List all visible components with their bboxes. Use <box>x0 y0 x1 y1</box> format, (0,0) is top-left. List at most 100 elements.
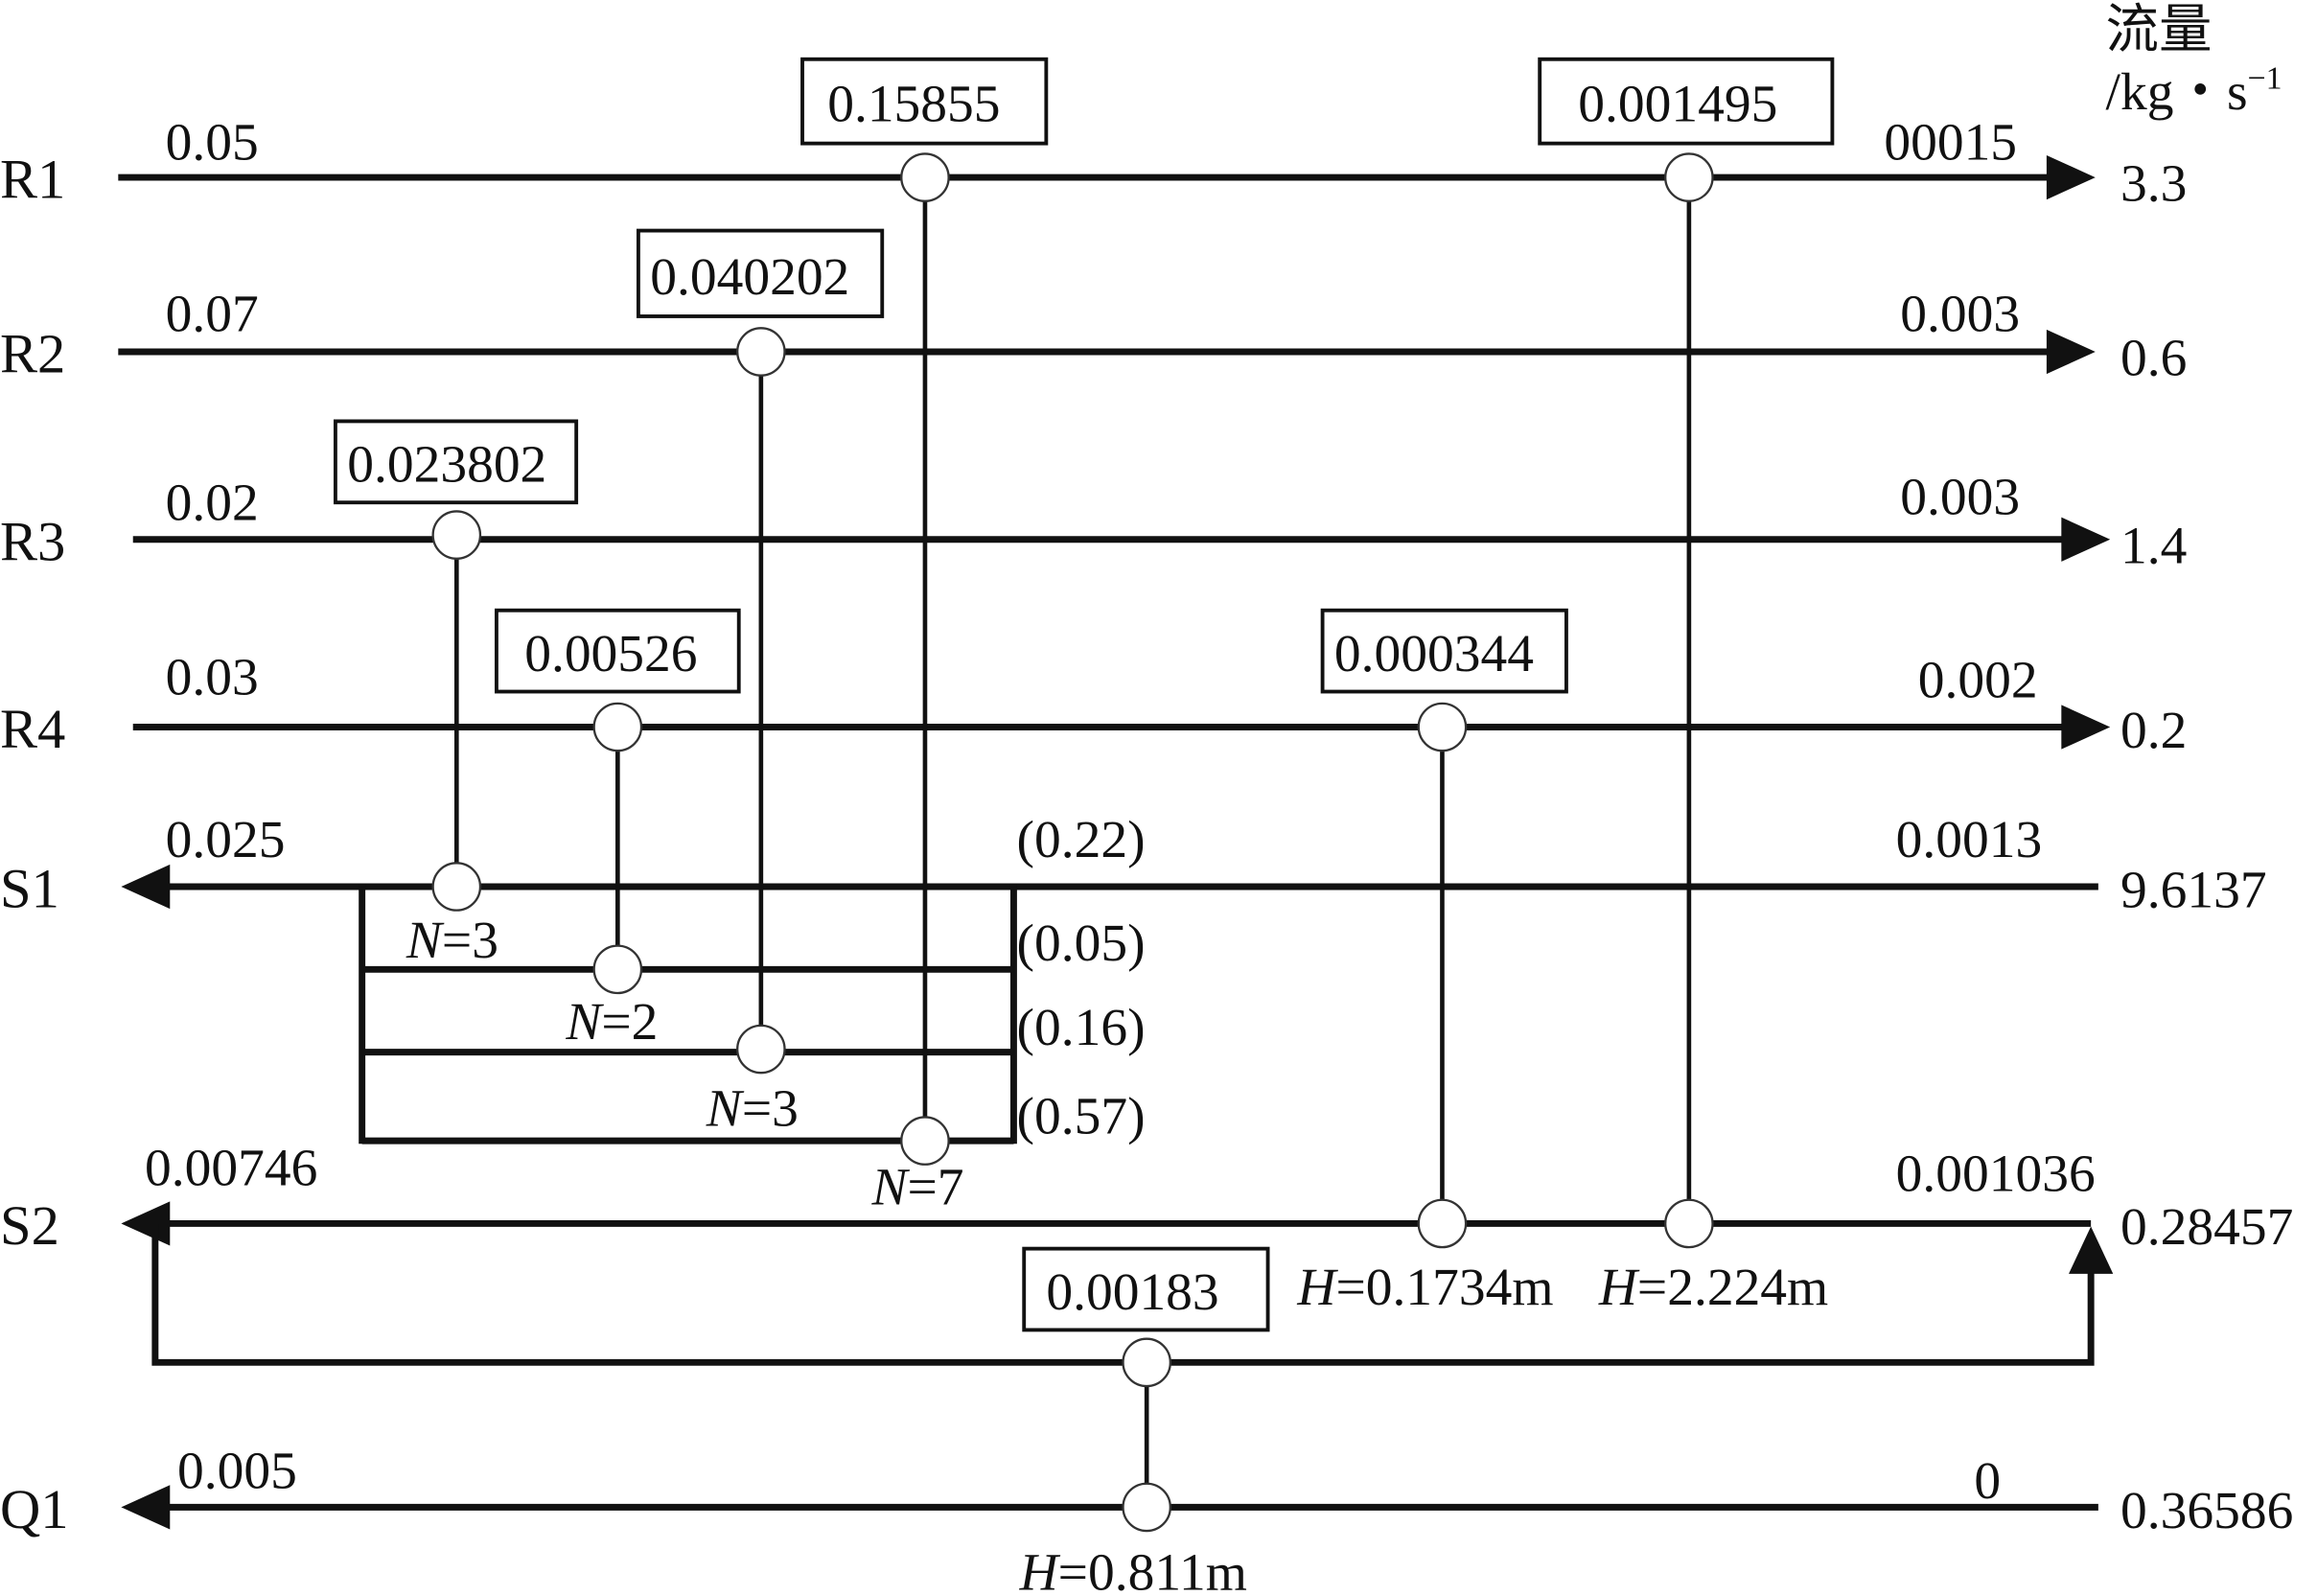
height-label: H=0.1734m <box>1296 1259 1553 1317</box>
diagram-label: N=3 <box>405 912 498 970</box>
height-label: H=0.811m <box>1019 1544 1247 1596</box>
arrow-head-icon <box>121 1485 171 1530</box>
diagram-label: S2 <box>0 1194 59 1257</box>
exchanger-r2-s1[interactable]: 0.040202 <box>636 228 885 1075</box>
diagram-label: 0.001495 <box>1578 76 1777 134</box>
diagram-label: Q1 <box>0 1478 69 1540</box>
arrow-head-icon <box>2069 1226 2114 1274</box>
diagram-label: 0.36586 <box>2120 1482 2293 1540</box>
exchanger-node <box>1417 1198 1468 1249</box>
diagram-label: R4 <box>0 698 65 760</box>
diagram-label: 0.003 <box>1900 285 2020 343</box>
diagram-label: 0.0013 <box>1896 811 2043 869</box>
diagram-label: (0.57) <box>1017 1087 1146 1145</box>
exchanger-s2-q1[interactable]: 0.00183 <box>1022 1246 1270 1533</box>
diagram-label: R2 <box>0 323 65 385</box>
exchanger-node <box>900 152 950 202</box>
diagram-label: N <box>706 1080 745 1139</box>
diagram-label: N=2 <box>565 993 658 1052</box>
arrow-head-icon <box>121 864 171 910</box>
s1-split-branches: (0.22) (0.05) (0.16) (0.57) N=3 N=2 N=3 … <box>359 811 1146 1216</box>
exchanger-node <box>1664 1198 1714 1249</box>
stream-S2: S2 0.00746 0.001036 0.28457 <box>0 1139 2293 1366</box>
value-box <box>333 419 579 505</box>
diagram-label: 0.2 <box>2120 702 2187 760</box>
diagram-label: N <box>405 912 445 970</box>
stream-R4: R4 0.03 0.002 0.2 <box>0 649 2187 760</box>
exchanger-node <box>431 862 482 912</box>
diagram-label: H <box>1598 1259 1640 1317</box>
value-box <box>1538 57 1835 146</box>
diagram-label: 0.07 <box>166 285 259 343</box>
diagram-label: 0.03 <box>166 649 259 707</box>
diagram-label: (0.05) <box>1017 914 1146 973</box>
diagram-label: N <box>870 1158 910 1216</box>
exchanger-r3-s1[interactable]: 0.023802 <box>333 419 579 912</box>
diagram-label: 0.28457 <box>2120 1198 2293 1257</box>
exchanger-r1-s1[interactable]: 0.15855 <box>800 57 1049 1166</box>
flow-title: 流量 <box>2106 1 2213 59</box>
diagram-label: 0.000344 <box>1334 625 1534 683</box>
diagram-label: 1.4 <box>2120 517 2187 575</box>
diagram-label: N=7 <box>870 1158 963 1216</box>
diagram-label: 0.025 <box>166 811 286 869</box>
arrow-head-icon <box>2046 154 2096 200</box>
arrow-head-icon <box>2061 517 2111 562</box>
height-label: H=2.224m <box>1598 1259 1828 1317</box>
diagram-label: =0.1734m <box>1335 1259 1553 1317</box>
exchanger-node <box>431 510 482 560</box>
diagram-label: 0.003 <box>1900 469 2020 527</box>
exchanger-node <box>592 702 643 752</box>
diagram-label: 0.6 <box>2120 330 2187 388</box>
diagram-label: 3.3 <box>2120 155 2187 214</box>
arrow-head-icon <box>2061 705 2111 750</box>
exchanger-node <box>736 327 786 377</box>
exchanger-node <box>900 1116 950 1166</box>
diagram-label: R1 <box>0 149 65 211</box>
diagram-label: 00015 <box>1884 114 2017 173</box>
diagram-label: S1 <box>0 858 59 920</box>
value-box <box>1022 1246 1270 1332</box>
diagram-label: 0.02 <box>166 474 259 533</box>
stream-R2: R2 0.07 0.003 0.6 <box>0 285 2187 387</box>
diagram-label: 0.00746 <box>145 1139 317 1197</box>
value-box <box>800 57 1049 146</box>
diagram-label: N=3 <box>706 1080 799 1139</box>
value-box <box>1320 608 1568 694</box>
value-box <box>636 228 885 318</box>
diagram-label: N <box>565 993 604 1052</box>
diagram-label: 0.00526 <box>524 625 697 683</box>
diagram-label: 9.6137 <box>2120 862 2267 920</box>
diagram-label: R3 <box>0 510 65 572</box>
exchanger-node <box>1122 1482 1171 1533</box>
arrow-head-icon <box>121 1201 171 1246</box>
diagram-label: H <box>1019 1544 1061 1596</box>
exchanger-r4-s2[interactable]: 0.000344 <box>1320 608 1568 1249</box>
diagram-label: H <box>1296 1259 1338 1317</box>
diagram-label: /kg・s <box>2106 63 2248 122</box>
exchanger-node <box>592 944 643 995</box>
diagram-label: =2.224m <box>1637 1259 1828 1317</box>
stream-R3: R3 0.02 0.003 1.4 <box>0 469 2187 576</box>
exchanger-node <box>736 1024 786 1075</box>
diagram-label: 0.05 <box>166 114 259 173</box>
stream-R1: R1 0.05 00015 3.3 <box>0 114 2187 214</box>
diagram-label: =3 <box>742 1080 799 1139</box>
diagram-label: 0.002 <box>1918 652 2038 710</box>
diagram-label: 0.15855 <box>827 76 1000 134</box>
diagram-label: −1 <box>2248 61 2282 97</box>
diagram-label: 0 <box>1974 1452 2001 1511</box>
diagram-label: 0.001036 <box>1896 1145 2096 1204</box>
value-box <box>495 608 741 694</box>
exchanger-r4-s1[interactable]: 0.00526 <box>495 608 741 995</box>
diagram-label: 0.023802 <box>347 436 546 495</box>
diagram-label: (0.22) <box>1017 811 1146 869</box>
diagram-label: =3 <box>442 912 498 970</box>
exchanger-r1-s2[interactable]: 0.001495 <box>1538 57 1835 1249</box>
flow-unit: /kg・s−1 <box>2106 61 2282 123</box>
exchanger-node <box>1664 152 1714 202</box>
exchanger-node <box>1122 1337 1171 1388</box>
diagram-label: 0.040202 <box>650 248 849 307</box>
diagram-label: (0.16) <box>1017 999 1146 1057</box>
